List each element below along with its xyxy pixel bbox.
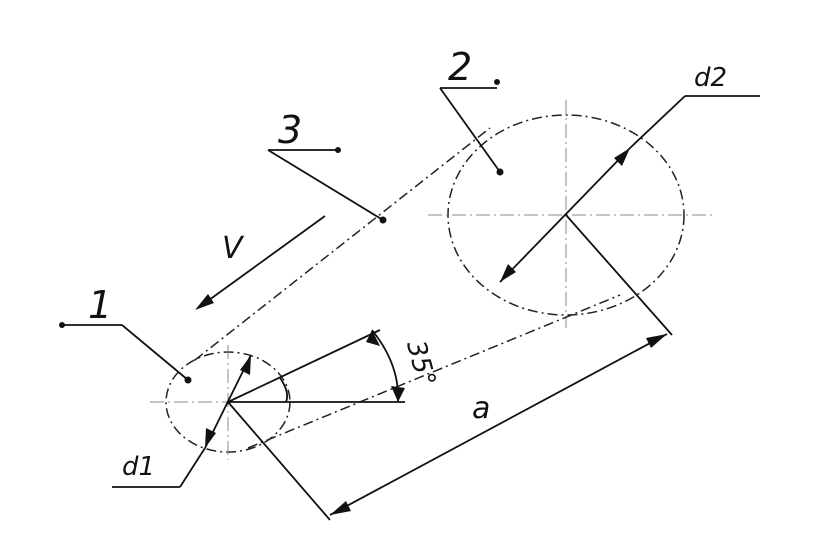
center-distance-dimension: a: [227, 214, 673, 521]
belt-lower-span: [247, 294, 621, 449]
a-arrow-left: [330, 501, 351, 515]
angle-label: 35°: [400, 337, 441, 389]
belt: [194, 127, 621, 449]
a-extension-large: [565, 214, 673, 336]
part-3-label: 3: [278, 108, 302, 152]
part-1-shelf-dot: [59, 322, 65, 328]
d1-arrow-top: [240, 355, 251, 375]
part-2-leader: [439, 87, 501, 173]
angle-inner-arc: [279, 377, 289, 403]
large-pulley: [428, 100, 715, 328]
d1-label: d1: [122, 452, 155, 482]
a-arrow-right: [646, 334, 667, 348]
angle-arc-arrow-bottom: [391, 386, 405, 402]
part-3-callout: 3: [267, 108, 387, 224]
part-3-leader: [267, 149, 384, 221]
velocity-arrowhead: [195, 294, 214, 310]
d1-dimension: d1: [112, 354, 252, 488]
d2-dimension: d2: [499, 63, 760, 283]
part-1-label: 1: [88, 283, 112, 327]
velocity-label: V: [222, 231, 245, 266]
d1-leader: [179, 447, 206, 488]
part-3-point-dot: [379, 216, 387, 224]
a-dimension-line: [329, 333, 668, 516]
part-1-callout: 1: [59, 283, 192, 384]
part-2-point-dot: [496, 168, 504, 176]
part-1-leader: [121, 324, 189, 381]
d1-arrow-bottom: [205, 428, 216, 448]
d2-arrow-top: [614, 148, 630, 166]
d2-label: d2: [694, 63, 727, 93]
part-2-callout: 2: [439, 45, 504, 176]
d2-leader: [629, 95, 686, 149]
d2-arrow-bottom: [500, 264, 516, 282]
part-2-shelf-dot: [494, 79, 500, 85]
part-1-point-dot: [184, 376, 192, 384]
belt-upper-span: [194, 127, 491, 361]
angle-ray: [227, 329, 381, 403]
angle-arc-arrow-top: [366, 330, 380, 346]
part-3-shelf-dot: [335, 147, 341, 153]
part-2-label: 2: [448, 45, 472, 89]
velocity-indicator: V: [195, 215, 326, 310]
a-extension-small: [227, 401, 331, 521]
a-label: a: [472, 391, 490, 426]
d2-line: [499, 147, 631, 283]
velocity-arrow-line: [197, 215, 326, 309]
